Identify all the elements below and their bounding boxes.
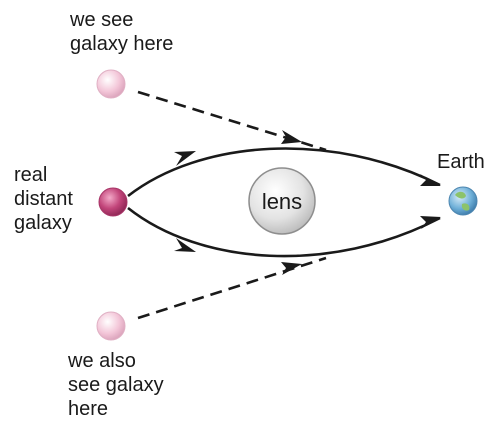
arrowhead-lower-mid [174,238,196,252]
earth-label: Earth [437,151,485,173]
arrowhead-dashed-lower [281,262,302,275]
globe-icon [448,186,478,216]
sphere-icon [98,187,128,217]
real-galaxy-label: real distant galaxy [14,164,73,234]
arrowhead-lower-end [420,216,441,229]
dashed-sightline-lower [137,256,327,320]
arrowhead-upper-mid [174,151,196,166]
arrowhead-dashed-upper [281,130,302,144]
faint-sphere-icon [96,69,126,99]
arrowhead-upper-end [420,174,441,186]
light-path-lower [127,206,441,258]
top-image-label: we see galaxy here [70,9,174,55]
faint-sphere-icon [96,311,126,341]
bottom-image-label: we also see galaxy here [68,350,164,420]
lens-label: lens [262,189,302,214]
light-path-upper [127,147,441,198]
lens-sphere [248,167,316,235]
